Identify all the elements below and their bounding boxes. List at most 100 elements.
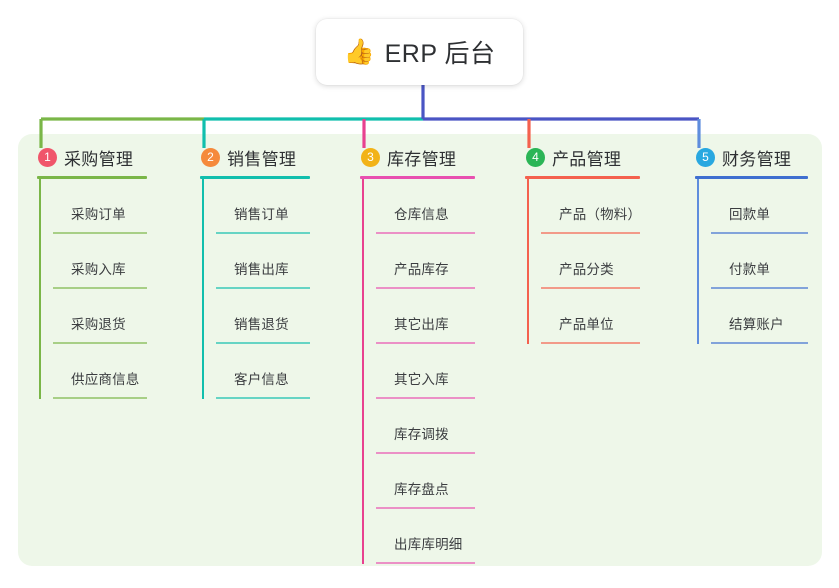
branch-item-label: 回款单: [729, 207, 771, 222]
branch-spine: [39, 179, 41, 399]
branch-item-label: 供应商信息: [71, 372, 140, 387]
branch-number-badge: 1: [38, 147, 57, 167]
branch-column-1: 1 采购管理采购订单采购入库采购退货供应商信息: [37, 145, 147, 399]
branch-item-underline: [376, 397, 475, 399]
branch-item-label: 产品分类: [559, 262, 614, 277]
branch-item-label: 产品（物料）: [559, 207, 642, 222]
branch-spine: [527, 179, 529, 344]
branch-column-4: 4 产品管理产品（物料） 产品分类产品单位: [525, 145, 642, 344]
branch-item[interactable]: 其它入库: [376, 344, 475, 399]
branch-item-underline: [216, 397, 310, 399]
branch-item[interactable]: 结算账户: [711, 289, 808, 344]
branch-item[interactable]: 产品库存: [376, 234, 475, 289]
branch-column-2: 2 销售管理销售订单销售出库销售退货客户信息: [200, 145, 310, 399]
branch-title: 销售管理: [227, 149, 297, 169]
branch-item-underline: [216, 287, 310, 289]
branch-item-label: 出库库明细: [394, 537, 463, 552]
branch-item[interactable]: 采购退货: [53, 289, 147, 344]
branch-item-underline: [216, 342, 310, 344]
branch-item-label: 库存盘点: [394, 482, 449, 497]
root-node[interactable]: 👍 ERP 后台: [316, 19, 523, 85]
branch-item-label: 销售退货: [234, 317, 289, 332]
branch-item[interactable]: 客户信息: [216, 344, 310, 399]
branch-item-label: 其它入库: [394, 372, 449, 387]
branch-item-list: 仓库信息产品库存其它出库其它入库库存调拨库存盘点出库库明细: [360, 179, 475, 564]
branch-item[interactable]: 产品分类: [541, 234, 640, 289]
branch-item-label: 其它出库: [394, 317, 449, 332]
branch-spine: [697, 179, 699, 344]
branch-item[interactable]: 采购订单: [53, 179, 147, 234]
branch-item-label: 销售出库: [234, 262, 289, 277]
branch-number-badge: 2: [201, 147, 220, 167]
branch-title: 产品管理: [552, 149, 622, 169]
branch-item-label: 采购入库: [71, 262, 126, 277]
thumbs-up-icon: 👍: [343, 37, 375, 66]
branch-item-list: 销售订单销售出库销售退货客户信息: [200, 179, 310, 399]
branch-item[interactable]: 采购入库: [53, 234, 147, 289]
branch-item[interactable]: 付款单: [711, 234, 808, 289]
branch-item-underline: [53, 342, 147, 344]
branch-underline: [37, 176, 147, 179]
branch-item-underline: [711, 342, 808, 344]
branch-item-label: 产品单位: [559, 317, 614, 332]
branch-column-3: 3 库存管理仓库信息产品库存其它出库其它入库库存调拨库存盘点出库库明细: [360, 145, 475, 564]
branch-header-4[interactable]: 4 产品管理: [525, 145, 640, 169]
branch-item-underline: [376, 507, 475, 509]
branch-item-underline: [53, 397, 147, 399]
branch-item[interactable]: 库存调拨: [376, 399, 475, 454]
branch-spine: [202, 179, 204, 399]
branch-item-label: 销售订单: [234, 207, 289, 222]
branch-item[interactable]: 产品单位: [541, 289, 640, 344]
branch-item[interactable]: 销售出库: [216, 234, 310, 289]
branch-item-underline: [541, 232, 640, 234]
branch-header-5[interactable]: 5 财务管理: [695, 145, 808, 169]
branch-underline: [360, 176, 475, 179]
branch-item-underline: [711, 232, 808, 234]
branch-item-underline: [376, 287, 475, 289]
branch-item-underline: [376, 452, 475, 454]
branch-item[interactable]: 回款单: [711, 179, 808, 234]
branch-underline: [695, 176, 808, 179]
branch-number-badge: 4: [526, 147, 545, 167]
branch-number-badge: 3: [361, 147, 380, 167]
branch-item-label: 采购订单: [71, 207, 126, 222]
branch-underline: [200, 176, 310, 179]
branch-item-label: 仓库信息: [394, 207, 449, 222]
root-title: ERP 后台: [384, 40, 496, 68]
branch-item[interactable]: 仓库信息: [376, 179, 475, 234]
branch-item[interactable]: 销售退货: [216, 289, 310, 344]
branch-item-underline: [53, 287, 147, 289]
branch-number-badge: 5: [696, 147, 715, 167]
branch-header-1[interactable]: 1 采购管理: [37, 145, 147, 169]
branch-item-list: 采购订单采购入库采购退货供应商信息: [37, 179, 147, 399]
branch-item-label: 产品库存: [394, 262, 449, 277]
branch-item-underline: [541, 342, 640, 344]
branch-item[interactable]: 库存盘点: [376, 454, 475, 509]
branch-item[interactable]: 其它出库: [376, 289, 475, 344]
branch-item[interactable]: 产品（物料）: [541, 179, 642, 234]
branch-item-label: 库存调拨: [394, 427, 449, 442]
branch-column-5: 5 财务管理回款单付款单结算账户: [695, 145, 808, 344]
branch-panel-background: [18, 134, 822, 566]
branch-title: 采购管理: [64, 149, 134, 169]
branch-title: 财务管理: [722, 149, 792, 169]
branch-item-list: 回款单付款单结算账户: [695, 179, 808, 344]
branch-item[interactable]: 供应商信息: [53, 344, 147, 399]
branch-spine: [362, 179, 364, 564]
branch-item-underline: [376, 232, 475, 234]
branch-item-label: 采购退货: [71, 317, 126, 332]
branch-item-label: 结算账户: [729, 317, 784, 332]
branch-item-underline: [376, 342, 475, 344]
branch-item-label: 客户信息: [234, 372, 289, 387]
branch-item[interactable]: 出库库明细: [376, 509, 475, 564]
branch-item-underline: [541, 287, 640, 289]
branch-item-underline: [711, 287, 808, 289]
branch-header-3[interactable]: 3 库存管理: [360, 145, 475, 169]
branch-header-2[interactable]: 2 销售管理: [200, 145, 310, 169]
branch-item-label: 付款单: [729, 262, 771, 277]
branch-title: 库存管理: [387, 149, 457, 169]
branch-item-list: 产品（物料） 产品分类产品单位: [525, 179, 642, 344]
branch-item-underline: [376, 562, 475, 564]
branch-item[interactable]: 销售订单: [216, 179, 310, 234]
